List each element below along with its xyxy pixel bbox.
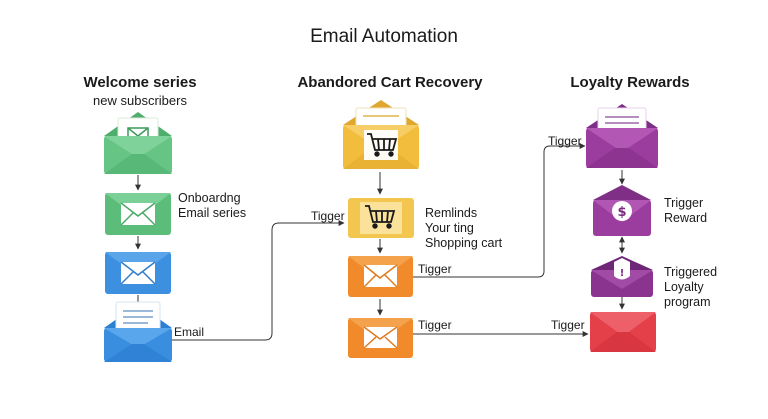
- cart-orange-envelope-1-icon: [348, 256, 413, 297]
- loyalty-rewards-heading: Loyalty Rewards: [570, 74, 690, 91]
- reward-label-line-1: Trigger: [664, 196, 704, 210]
- welcome-series-subtitle: new subscribers: [93, 93, 187, 108]
- cart-orange-envelope-2-icon: [348, 318, 413, 358]
- reminder-card-icon: [348, 198, 414, 238]
- cart-recovery-heading: Abandored Cart Recovery: [297, 74, 483, 91]
- onboarding-label-line-1: Onboardng: [178, 191, 241, 205]
- loyalty-trigger-in-label: Tigger: [548, 134, 582, 148]
- email-label: Email: [174, 325, 205, 339]
- email-envelope-icon: [104, 301, 172, 362]
- program-label-line-2: Loyalty: [664, 280, 704, 294]
- shopping-cart-icon: [367, 133, 398, 157]
- shield-icon: [614, 258, 630, 280]
- program-envelope-icon: !: [591, 256, 653, 297]
- cart-envelope-icon: [343, 100, 419, 169]
- connector-email-to-cart: [172, 220, 345, 341]
- welcome-blue-envelope-icon: [105, 252, 171, 294]
- reward-label: Trigger Reward: [664, 196, 707, 226]
- loyalty-envelope-icon: [586, 104, 658, 168]
- reminder-label-line-2: Your ting: [425, 221, 474, 235]
- cart-trigger-in-label: Tigger: [311, 209, 345, 223]
- reminder-cart-icon: [365, 205, 396, 229]
- program-label-line-3: program: [664, 295, 711, 309]
- reminder-label-line-1: Remlinds: [425, 206, 478, 220]
- cart-trigger-out-1-label: Tigger: [418, 262, 452, 276]
- cart-trigger-out-2-label: Tigger: [418, 318, 452, 332]
- welcome-series-heading: Welcome series: [83, 74, 197, 91]
- reward-label-line-2: Reward: [664, 211, 708, 225]
- reminder-label: Remlinds Your ting Shopping cart: [425, 206, 502, 251]
- program-label-line-1: Triggered: [664, 265, 718, 279]
- onboarding-label: Onboardng Email series: [178, 191, 246, 221]
- svg-text:!: !: [620, 268, 625, 279]
- loyalty-trigger-in-2-label: Tigger: [551, 318, 585, 332]
- program-label: Triggered Loyalty program: [664, 265, 717, 310]
- onboarding-label-line-2: Email series: [178, 206, 247, 220]
- dollar-icon: $: [617, 205, 626, 220]
- connector-cart-to-loyalty: [412, 143, 586, 278]
- welcome-envelope-icon: [104, 112, 172, 174]
- reminder-label-line-3: Shopping cart: [425, 236, 503, 250]
- loyalty-red-envelope-icon: [590, 312, 656, 352]
- page-title: Email Automation: [310, 26, 458, 47]
- reward-envelope-icon: $: [593, 185, 651, 236]
- onboarding-envelope-icon: [105, 193, 171, 235]
